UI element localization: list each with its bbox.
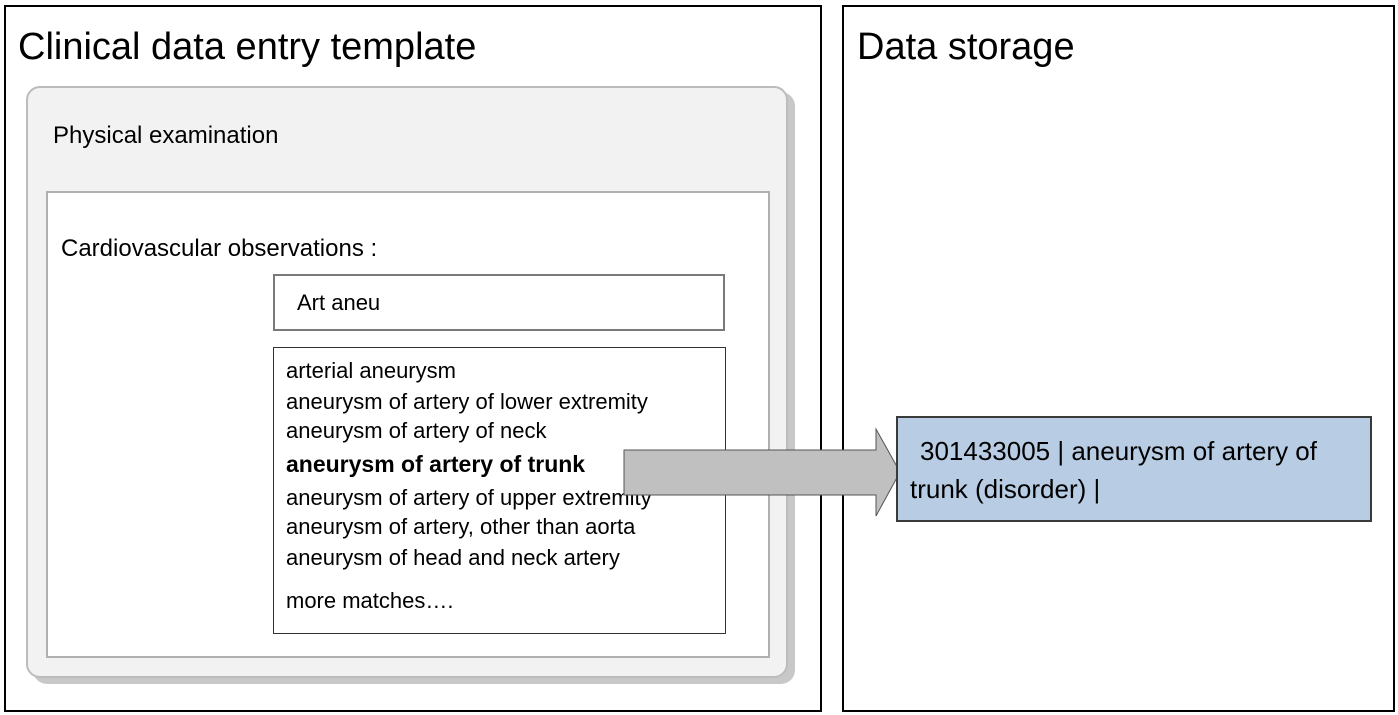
suggestion-item-selected[interactable]: aneurysm of artery of trunk (286, 451, 586, 477)
more-matches-link[interactable]: more matches…. (286, 588, 454, 613)
stored-record-text: 301433005 | aneurysm of artery of trunk … (910, 436, 1317, 504)
suggestion-item[interactable]: aneurysm of artery, other than aorta (286, 514, 636, 539)
observations-label: Cardiovascular observations : (61, 235, 378, 262)
search-input[interactable]: Art aneu (273, 274, 725, 331)
panel-title-clinical-template: Clinical data entry template (18, 26, 477, 68)
suggestion-item[interactable]: aneurysm of artery of neck (286, 418, 547, 443)
panel-title-data-storage: Data storage (857, 26, 1075, 68)
suggestion-item[interactable]: aneurysm of head and neck artery (286, 545, 620, 570)
suggestion-list: arterial aneurysm aneurysm of artery of … (273, 347, 726, 634)
data-storage-panel: Data storage (842, 5, 1395, 712)
stored-record-box: 301433005 | aneurysm of artery of trunk … (896, 416, 1372, 522)
physical-examination-section: Physical examination Cardiovascular obse… (26, 86, 788, 678)
suggestion-item[interactable]: aneurysm of artery of upper extremity (286, 485, 652, 510)
section-title: Physical examination (53, 122, 279, 149)
cardiovascular-observations-box: Cardiovascular observations : Art aneu a… (46, 191, 770, 658)
suggestion-item[interactable]: arterial aneurysm (286, 358, 456, 383)
suggestion-item[interactable]: aneurysm of artery of lower extremity (286, 389, 648, 414)
